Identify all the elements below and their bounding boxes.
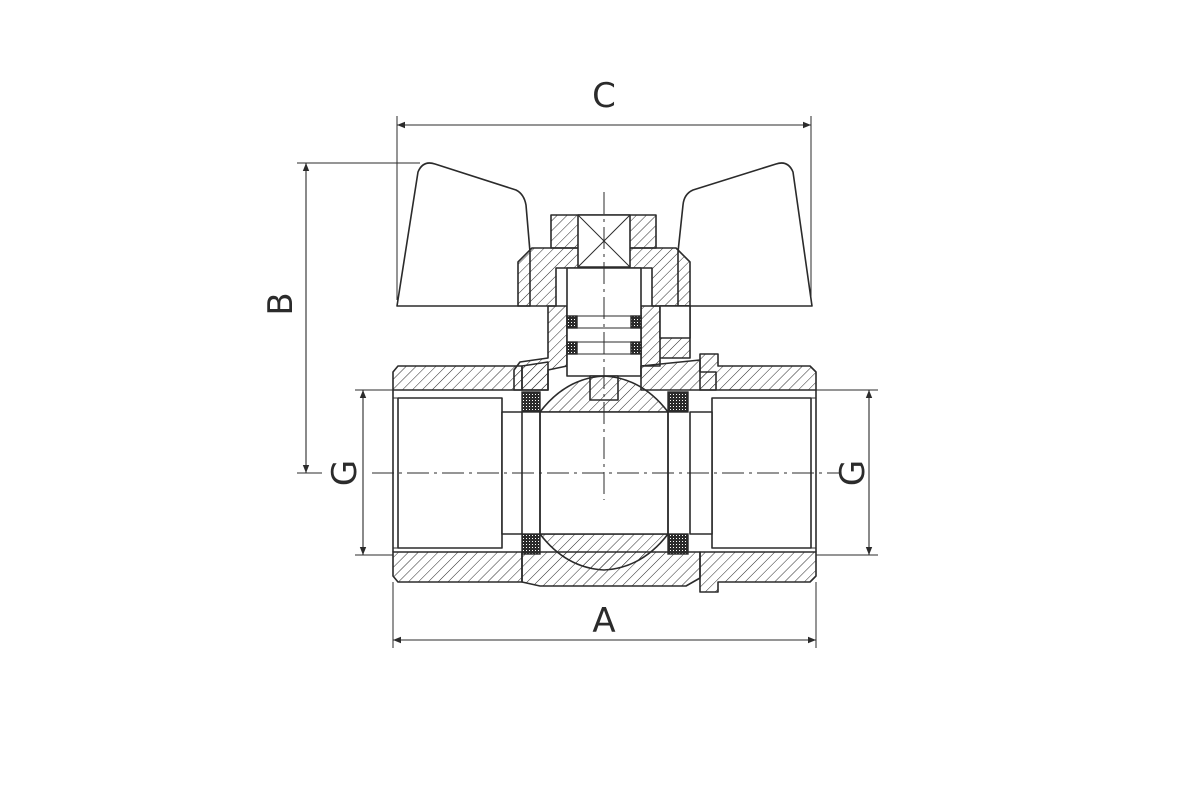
- dimension-c-label: C: [592, 76, 616, 116]
- dimension-g-right: G: [816, 389, 878, 556]
- handle-left-wing: [396, 162, 531, 307]
- dimension-b-label: B: [261, 292, 301, 315]
- handle-right-wing: [677, 162, 813, 307]
- handle-stop-tab: [659, 305, 691, 339]
- dimension-c: C: [396, 76, 812, 300]
- ball-bottom: [539, 533, 669, 571]
- dimension-a-label: A: [592, 601, 615, 641]
- dimension-g-left-label: G: [325, 460, 365, 486]
- butterfly-handle: [396, 162, 813, 307]
- dimension-g-left: G: [325, 389, 393, 556]
- dimension-b: B: [261, 162, 420, 474]
- dimension-a: A: [392, 582, 817, 648]
- dimension-g-right-label: G: [833, 460, 873, 486]
